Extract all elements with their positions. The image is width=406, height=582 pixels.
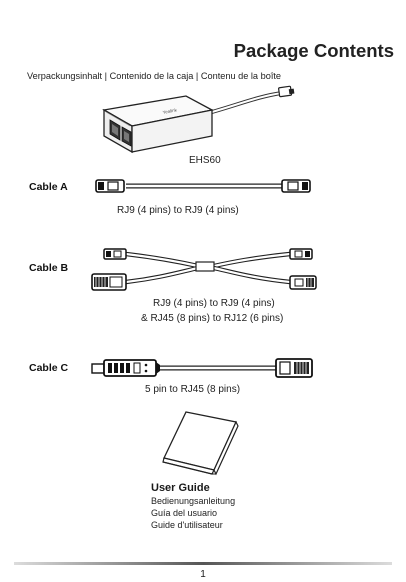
cable-b-description-line1: RJ9 (4 pins) to RJ9 (4 pins) [153,298,275,309]
user-guide-translation-de: Bedienungsanleitung [151,496,236,506]
device-name: EHS60 [189,155,221,166]
page-number: 1 [200,569,206,580]
user-guide-translation-es: Guía del usuario [151,508,218,518]
cable-a-description: RJ9 (4 pins) to RJ9 (4 pins) [117,205,239,216]
user-guide-translation-fr: Guide d'utilisateur [151,520,223,530]
user-guide-title: User Guide [151,482,210,494]
user-guide-booklet-illustration [162,411,239,476]
cable-b-label: Cable B [29,262,69,274]
cable-b-description-line2: & RJ45 (8 pins) to RJ12 (6 pins) [141,313,284,324]
cable-a-illustration [95,179,311,193]
cable-c-description: 5 pin to RJ45 (8 pins) [145,384,241,395]
cable-b-illustration [91,248,317,291]
cable-c-illustration [91,358,313,378]
cable-c-label: Cable C [29,362,69,374]
brand-logo: Yealink [162,107,178,115]
cable-a-label: Cable A [29,181,68,193]
page-title: Package Contents [233,40,394,61]
footer-divider [14,562,392,565]
page-subtitle: Verpackungsinhalt | Contenido de la caja… [27,71,282,81]
ehs60-device-illustration: Yealink [102,85,295,154]
